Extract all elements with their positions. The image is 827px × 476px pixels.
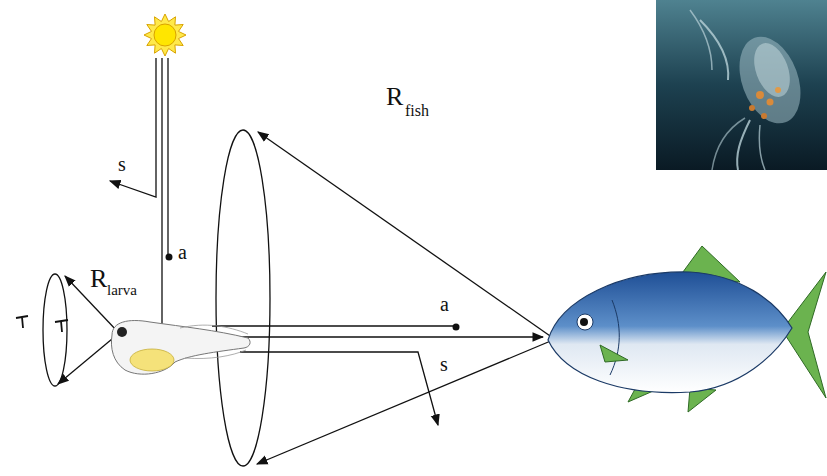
fish-illustration [548, 246, 826, 412]
range-subscript: fish [405, 103, 429, 119]
scatter-label: s [118, 154, 126, 174]
absorption-dot [453, 324, 460, 331]
absorption-label: a [440, 294, 449, 314]
absorbed-ray [212, 325, 455, 326]
scatter-label: s [440, 354, 448, 374]
range-subscript: larva [107, 283, 137, 298]
copepod-photo [656, 0, 827, 170]
light-rays [110, 58, 543, 337]
scattered-ray [240, 352, 438, 425]
sun-symbol [144, 14, 186, 56]
prey-symbol [16, 316, 68, 332]
range-symbol: R [90, 266, 107, 292]
absorption-label: a [178, 242, 187, 262]
absorption-dot [166, 254, 173, 261]
range-symbol: R [386, 84, 403, 110]
fish-visual-range [216, 130, 553, 466]
larva-illustration [111, 321, 250, 375]
